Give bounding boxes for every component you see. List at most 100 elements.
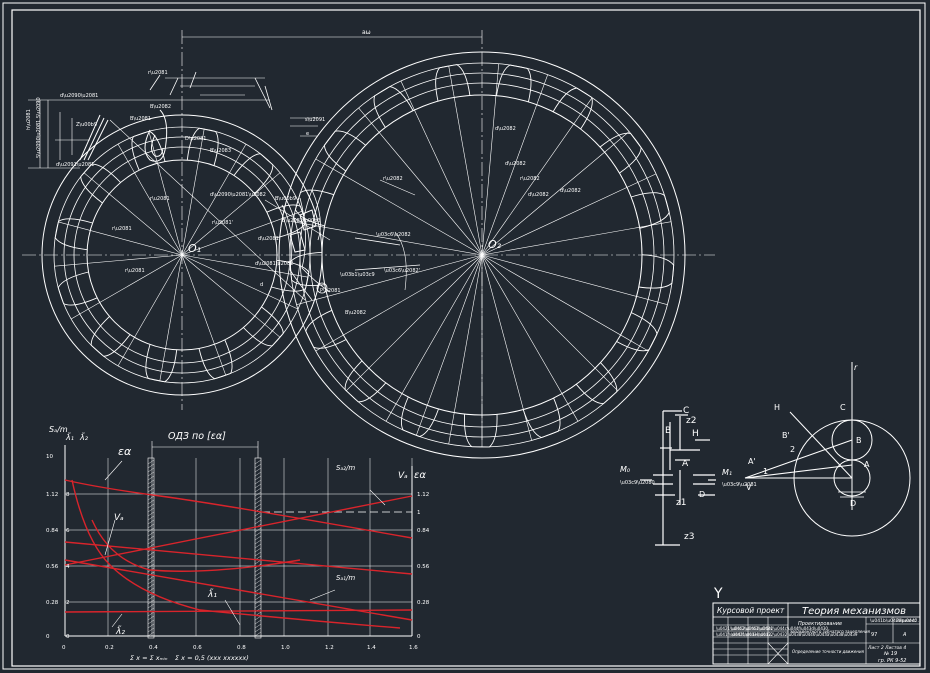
label-sa1: Sₐ₁/m xyxy=(336,574,355,582)
svg-text:\u0422\u0430\u0442\u044c\u044f: \u0422\u0430\u0442\u044c\u044f\u043d\u04… xyxy=(731,626,828,631)
svg-text:\u041f\u0440\u043e\u0432.: \u041f\u0440\u043e\u0432. xyxy=(716,632,772,637)
label-lambda1: λ̃₁ xyxy=(207,588,217,600)
hatch-stroke xyxy=(254,575,262,581)
construction-ray xyxy=(296,254,483,305)
y-right-header-eps: εα xyxy=(414,470,426,481)
construction-ray xyxy=(58,221,183,256)
hatch-stroke xyxy=(254,603,262,609)
hatch-stroke xyxy=(147,527,155,533)
vec-label-a: A xyxy=(864,460,870,469)
hatch-stroke xyxy=(147,499,155,505)
svg-text:d: d xyxy=(260,282,263,288)
hatch-stroke xyxy=(254,511,262,517)
hatch-stroke xyxy=(254,515,262,521)
svg-text:B\u2082: B\u2082 xyxy=(345,310,366,316)
construction-ray xyxy=(83,172,183,256)
curve-leaders xyxy=(104,460,386,628)
hatch-stroke xyxy=(147,543,155,549)
hatch-stroke xyxy=(147,487,155,493)
construction-ray xyxy=(181,254,227,376)
hatch-stroke xyxy=(147,611,155,617)
scheme-label-c: C xyxy=(683,406,689,416)
construction-ray xyxy=(481,63,499,256)
svg-text:B\u2081: B\u2081 xyxy=(130,116,151,122)
right-gear: O₂ xyxy=(278,51,686,459)
x-tick: 0 xyxy=(62,645,66,651)
vec-label-b-prime: B' xyxy=(782,431,790,440)
svg-text:B\u00b9: B\u00b9 xyxy=(275,196,296,202)
y-left-tick: 0.56 xyxy=(46,564,59,570)
hatch-stroke xyxy=(254,583,262,589)
svg-text:Z\u00b9: Z\u00b9 xyxy=(76,122,97,128)
gear-tooth-profiles xyxy=(289,64,675,448)
x-tick: 1.6 xyxy=(409,645,418,651)
hatch-stroke xyxy=(147,475,155,481)
hatch-stroke xyxy=(254,631,262,637)
construction-ray xyxy=(481,254,619,392)
svg-text:d\u2090\u2081: d\u2090\u2081 xyxy=(60,93,98,99)
hatch-stroke xyxy=(254,519,262,525)
scheme-label-z1: z1 xyxy=(676,498,686,508)
vec-label-r: r xyxy=(854,363,858,372)
hatch-stroke xyxy=(147,539,155,545)
hatch-stroke xyxy=(147,519,155,525)
hatch-stroke xyxy=(254,615,262,621)
svg-text:\u041b\u0438\u0442.: \u041b\u0438\u0442. xyxy=(870,618,919,624)
hatch-stroke xyxy=(147,495,155,501)
title-block: Y Курсовой проект Теория механизмов Прое… xyxy=(712,586,921,665)
hatch-stroke xyxy=(254,503,262,509)
left-gear-construction-lines xyxy=(54,128,309,382)
hatch-stroke xyxy=(147,599,155,605)
left-gear-root-circle xyxy=(86,159,278,351)
svg-text:d\u2091\u2081: d\u2091\u2081 xyxy=(56,162,94,168)
curve-sa2 xyxy=(64,495,413,566)
y-right-tick: 0 xyxy=(417,634,421,640)
hatch-stroke xyxy=(147,535,155,541)
svg-text:r\u2082: r\u2082 xyxy=(520,176,540,182)
hatch-stroke xyxy=(254,463,262,469)
hatch-stroke xyxy=(147,463,155,469)
x-tick: 0.2 xyxy=(105,645,114,651)
hatch-stroke xyxy=(147,523,155,529)
y-left-tick: 1.12 xyxy=(46,492,58,498)
hatch-stroke xyxy=(147,467,155,473)
right-gear-teeth xyxy=(289,64,675,448)
label-va: Vₐ xyxy=(114,513,124,523)
construction-ray xyxy=(181,172,281,256)
hatch-stroke xyxy=(147,595,155,601)
svg-text:d\u2081\u2082: d\u2081\u2082 xyxy=(255,261,293,267)
hatch-stroke xyxy=(147,531,155,537)
construction-ray xyxy=(315,158,483,256)
construction-ray xyxy=(181,254,281,338)
hatch-stroke xyxy=(147,559,155,565)
hatch-stroke xyxy=(147,623,155,629)
curve-lambda2 xyxy=(64,609,413,613)
hatch-stroke xyxy=(147,459,155,465)
left-gear-teeth xyxy=(54,127,310,383)
graph-tick-labels: 00.280.560.841.12100246800.280.560.841.1… xyxy=(46,454,430,651)
hatch-stroke xyxy=(147,563,155,569)
construction-ray xyxy=(117,143,183,256)
hatch-stroke xyxy=(254,623,262,629)
svg-text:d\u2082: d\u2082 xyxy=(505,161,526,167)
construction-ray xyxy=(481,254,649,352)
x-tick: 1.0 xyxy=(281,645,290,651)
hatch-stroke xyxy=(147,515,155,521)
construction-ray xyxy=(181,128,205,256)
hatch-stroke xyxy=(254,527,262,533)
y-left-tick: 10 xyxy=(46,454,53,460)
gear-mesh-drawing: aω O₁ O₂ xyxy=(22,29,715,459)
svg-text:d\u2082: d\u2082 xyxy=(560,188,581,194)
vec-label-d: D xyxy=(850,499,856,508)
hatch-stroke xyxy=(147,603,155,609)
construction-ray xyxy=(481,131,630,256)
subject-title: Теория механизмов xyxy=(802,606,906,617)
hatch-stroke xyxy=(147,507,155,513)
hatch-stroke xyxy=(147,583,155,589)
y-left-header-sa: Sₐ/m xyxy=(49,425,68,434)
hatch-stroke xyxy=(254,467,262,473)
hatch-stroke xyxy=(147,619,155,625)
hatch-stroke xyxy=(147,551,155,557)
